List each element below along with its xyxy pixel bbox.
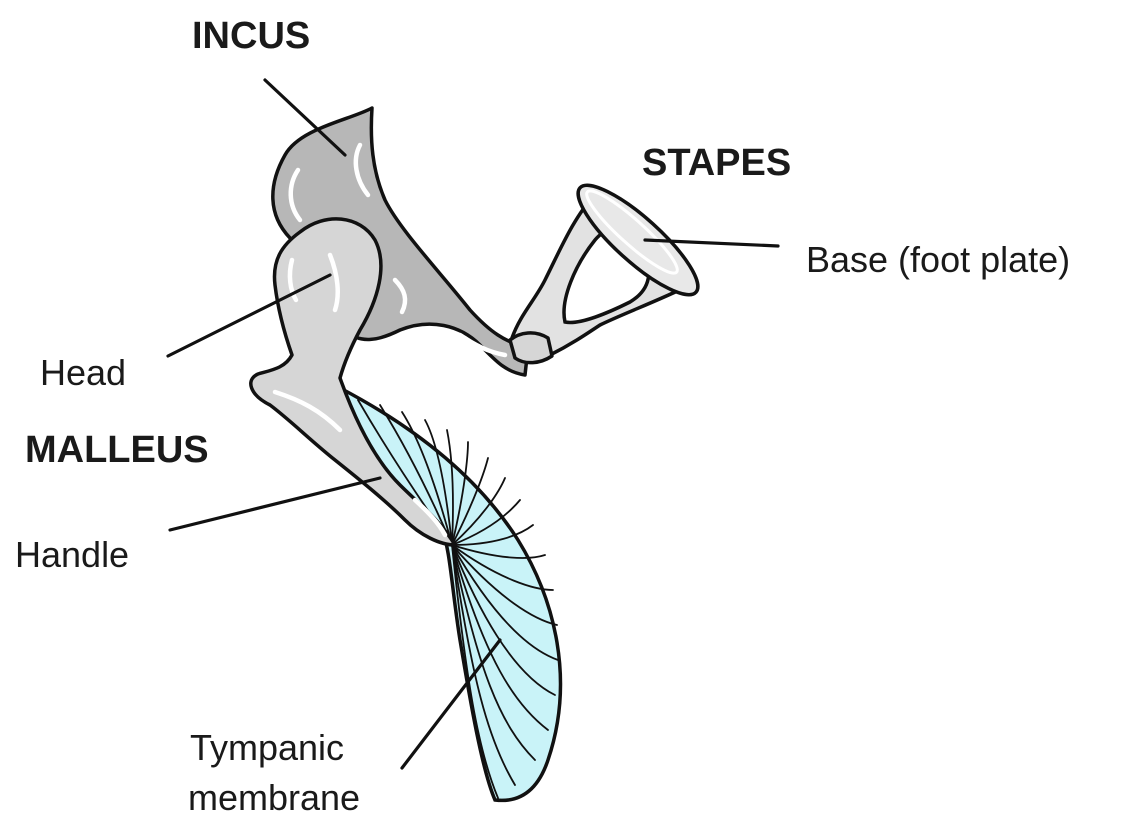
stapes-bone <box>510 171 711 362</box>
label-base: Base (foot plate) <box>806 239 1070 280</box>
handle-leader <box>170 478 380 530</box>
label-tympanic-2: membrane <box>188 777 360 818</box>
label-head: Head <box>40 352 126 393</box>
label-handle: Handle <box>15 534 129 575</box>
label-tympanic-1: Tympanic <box>190 727 344 768</box>
label-malleus: MALLEUS <box>25 429 209 471</box>
stapes-neck <box>510 333 552 363</box>
label-stapes: STAPES <box>642 142 791 184</box>
label-incus: INCUS <box>192 15 310 57</box>
